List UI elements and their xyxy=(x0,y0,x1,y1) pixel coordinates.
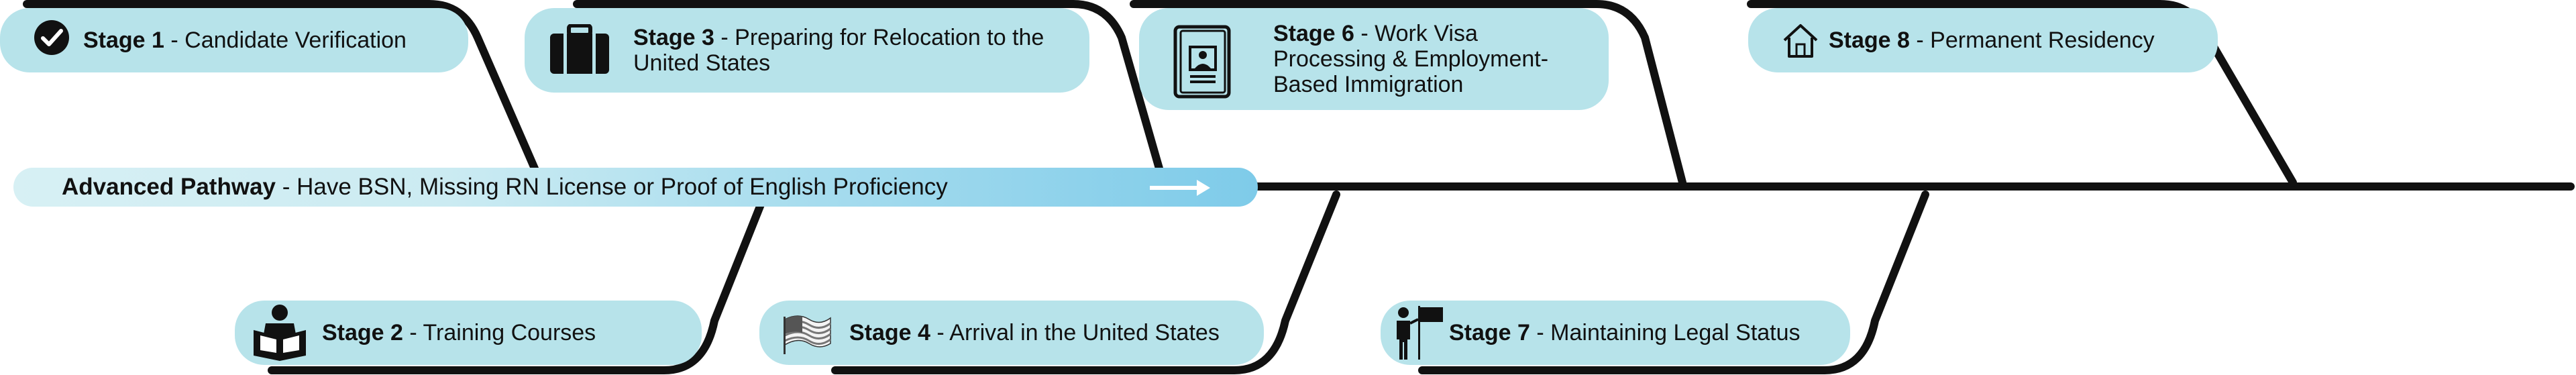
stage-6-card: Stage 6 - Work Visa Processing & Employm… xyxy=(1139,8,1609,110)
stage-6-label: Stage 6 - Work Visa Processing & Employm… xyxy=(1273,21,1595,97)
stage-1-label: Stage 1 - Candidate Verification xyxy=(83,28,407,53)
pathway-description: - Have BSN, Missing RN License or Proof … xyxy=(276,174,948,200)
checkmark-badge-icon xyxy=(34,20,69,55)
stage-6-title: Stage 6 xyxy=(1273,21,1354,46)
stage-2-description: - Training Courses xyxy=(402,320,596,345)
stage-3-label: Stage 3 - Preparing for Relocation to th… xyxy=(633,25,1077,76)
stage-7-title: Stage 7 xyxy=(1449,320,1530,345)
stage-8-label: Stage 8 - Permanent Residency xyxy=(1829,28,2155,53)
stage-4-description: - Arrival in the United States xyxy=(930,320,1220,345)
branch-stage-4 xyxy=(831,191,1340,374)
stage-1-description: - Candidate Verification xyxy=(164,28,407,53)
briefcase-icon xyxy=(550,24,609,74)
stage-3-description: - Preparing for Relocation to the United… xyxy=(633,25,1044,76)
stage-6-description: - Work Visa Processing & Employment-Base… xyxy=(1273,21,1549,97)
stage-7-label: Stage 7 - Maintaining Legal Status xyxy=(1449,320,1801,345)
stage-7-description: - Maintaining Legal Status xyxy=(1529,320,1801,345)
passport-icon xyxy=(1173,25,1231,99)
stage-1-title: Stage 1 xyxy=(83,28,164,53)
advanced-pathway-label: Advanced Pathway - Have BSN, Missing RN … xyxy=(62,174,948,201)
house-icon xyxy=(1783,24,1818,58)
person-with-flag-icon xyxy=(1397,306,1443,360)
stage-1-card: Stage 1 - Candidate Verification xyxy=(0,8,468,72)
branch-stage-1 xyxy=(23,0,541,177)
stage-8-card: Stage 8 - Permanent Residency xyxy=(1748,8,2218,72)
advanced-pathway-bar: Advanced Pathway - Have BSN, Missing RN … xyxy=(13,168,1258,207)
stage-2-card: Stage 2 - Training Courses xyxy=(235,301,702,365)
stage-2-title: Stage 2 xyxy=(322,320,403,345)
stage-7-card: Stage 7 - Maintaining Legal Status xyxy=(1381,301,1850,365)
stage-3-title: Stage 3 xyxy=(633,25,714,50)
branch-stage-2 xyxy=(268,191,769,374)
branch-stage-6 xyxy=(1130,0,1686,186)
stage-4-title: Stage 4 xyxy=(849,320,930,345)
stage-4-label: Stage 4 - Arrival in the United States xyxy=(849,320,1220,345)
stage-8-description: - Permanent Residency xyxy=(1909,28,2155,53)
branch-stage-7 xyxy=(1418,191,1929,374)
branch-stage-3 xyxy=(573,0,1165,177)
stage-4-card: Stage 4 - Arrival in the United States xyxy=(759,301,1264,365)
reading-person-icon xyxy=(254,305,306,361)
pathway-title: Advanced Pathway xyxy=(62,174,276,200)
stage-8-title: Stage 8 xyxy=(1829,28,1910,53)
arrow-right-icon xyxy=(1150,180,1210,196)
stage-2-label: Stage 2 - Training Courses xyxy=(322,320,596,345)
us-flag-icon xyxy=(784,315,831,354)
stage-3-card: Stage 3 - Preparing for Relocation to th… xyxy=(525,8,1089,93)
